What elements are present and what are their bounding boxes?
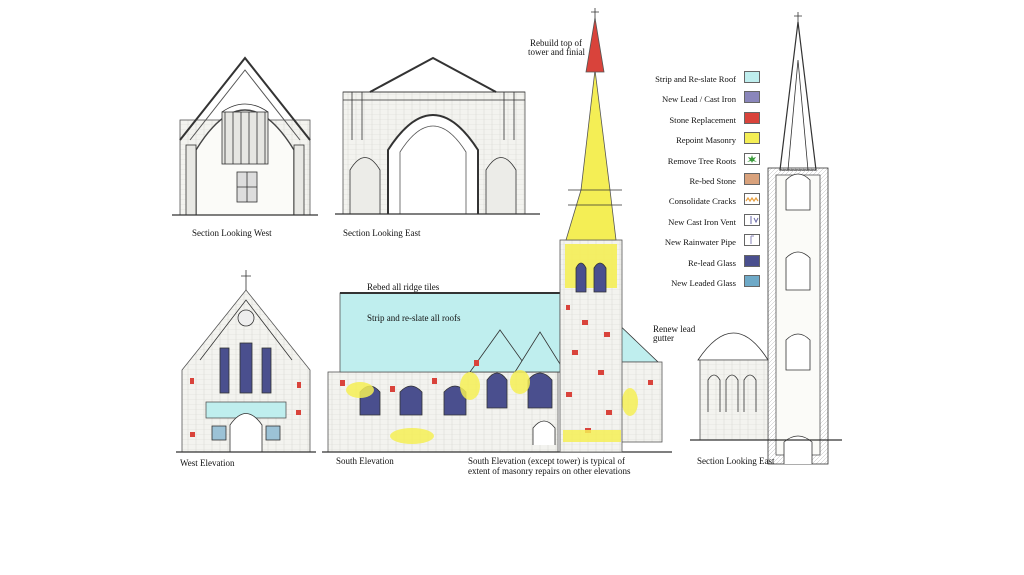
legend-swatch <box>744 132 760 145</box>
legend-swatch <box>744 111 760 124</box>
legend-item: Repoint Masonry <box>640 131 760 151</box>
annotation-renew-line1: Renew lead <box>653 324 696 334</box>
legend-item: Stone Replacement <box>640 111 760 131</box>
legend-swatch <box>744 254 760 267</box>
legend-item-label: Repoint Masonry <box>676 135 736 146</box>
legend-item-label: New Lead / Cast Iron <box>662 94 736 105</box>
legend-item-label: Re-lead Glass <box>688 257 736 268</box>
legend-item: New Lead / Cast Iron <box>640 90 760 110</box>
pipe-icon <box>744 234 760 247</box>
green-leaf-icon <box>744 152 760 165</box>
caption-south-note-line1: South Elevation (except tower) is typica… <box>468 456 625 466</box>
legend-swatch <box>744 172 760 185</box>
legend-swatch <box>744 274 760 287</box>
legend-item: Re-bed Stone <box>640 172 760 192</box>
legend-item-label: Strip and Re-slate Roof <box>655 74 736 84</box>
legend-swatch <box>744 71 760 83</box>
caption-west-elevation: West Elevation <box>180 458 235 468</box>
legend-item-label: Stone Replacement <box>669 114 736 125</box>
section-looking-east-right-drawing <box>690 12 842 465</box>
south-elevation-drawing <box>322 292 672 453</box>
legend-item: New Cast Iron Vent <box>640 213 760 233</box>
legend-item: Re-lead Glass <box>640 254 760 274</box>
west-elevation-drawing <box>176 270 316 453</box>
caption-south-note-line2: extent of masonry repairs on other eleva… <box>468 466 631 476</box>
legend-item-label: New Rainwater Pipe <box>664 237 736 248</box>
legend-item-label: Re-bed Stone <box>689 175 736 186</box>
caption-south-elevation: South Elevation <box>336 456 394 466</box>
legend-item-label: Remove Tree Roots <box>667 155 736 166</box>
legend-item-label: Consolidate Cracks <box>668 196 736 207</box>
legend-item-label: New Cast Iron Vent <box>668 216 736 227</box>
legend-item: Strip and Re-slate Roof <box>640 70 760 90</box>
section-looking-east-drawing <box>335 56 540 215</box>
south-tower-drawing <box>559 8 623 453</box>
legend-item: Remove Tree Roots <box>640 152 760 172</box>
legend-item-label: New Leaded Glass <box>671 277 736 288</box>
caption-section-looking-west: Section Looking West <box>192 228 272 238</box>
legend-item: New Rainwater Pipe <box>640 233 760 253</box>
section-looking-west-drawing <box>172 56 318 216</box>
annotation-rebed-ridge: Rebed all ridge tiles <box>367 282 440 292</box>
legend-item: Consolidate Cracks <box>640 192 760 212</box>
annotation-renew-line2: gutter <box>653 333 674 343</box>
legend-swatch <box>744 91 760 104</box>
annotation-rebuild-line2: tower and finial <box>528 47 585 57</box>
vent-icon <box>744 213 760 226</box>
caption-section-looking-east-right: Section Looking East <box>697 456 775 466</box>
legend-item: New Leaded Glass <box>640 274 760 294</box>
annotation-strip-roofs: Strip and re-slate all roofs <box>367 313 461 323</box>
annotation-rebuild-line1: Rebuild top of <box>530 38 582 48</box>
caption-section-looking-east-left: Section Looking East <box>343 228 421 238</box>
orange-zigzag-icon <box>744 193 760 206</box>
